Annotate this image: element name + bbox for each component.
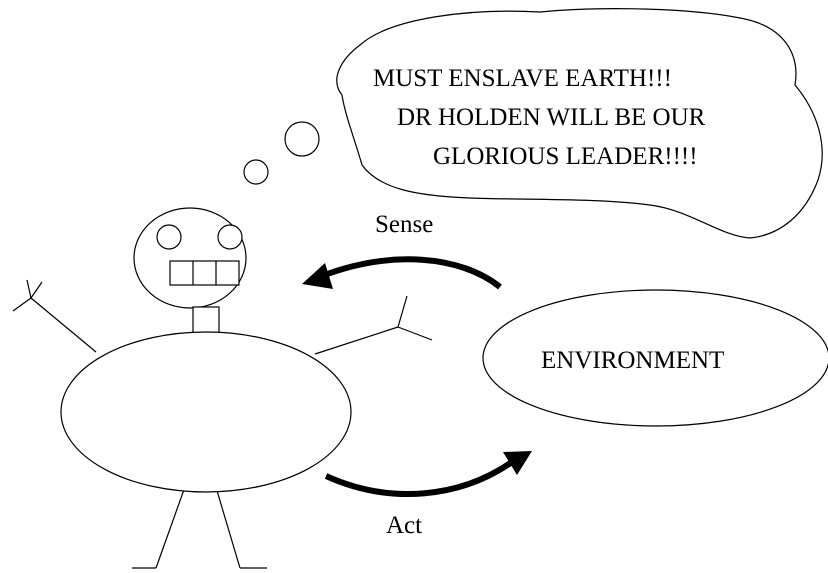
thought-dot-small (243, 159, 269, 185)
robot-right-eye (217, 224, 243, 250)
robot-figure (12, 207, 433, 569)
robot-neck (192, 306, 220, 334)
robot-right-arm (314, 295, 433, 355)
thought-cloud-shape (336, 8, 823, 239)
robot-left-eye (156, 224, 182, 250)
environment: ENVIRONMENT (482, 289, 828, 427)
act-arrowhead (503, 451, 532, 475)
thought-dot-large (284, 121, 320, 157)
thought-line-3: GLORIOUS LEADER!!!! (433, 143, 698, 170)
robot-body (60, 331, 352, 493)
sense-label: Sense (375, 211, 433, 238)
robot-mouth (169, 260, 240, 286)
environment-label: ENVIRONMENT (541, 347, 724, 374)
thought-bubble: MUST ENSLAVE EARTH!!! DR HOLDEN WILL BE … (243, 8, 823, 239)
thought-line-1: MUST ENSLAVE EARTH!!! (373, 65, 672, 92)
sense-arrowhead (302, 263, 333, 289)
act-label: Act (386, 512, 422, 539)
sense-arrow (302, 256, 502, 290)
robot-legs (132, 483, 267, 569)
thought-line-2: DR HOLDEN WILL BE OUR (397, 104, 706, 131)
robot-left-arm (12, 279, 97, 353)
act-arrow (324, 451, 532, 497)
robot-head (133, 207, 247, 309)
environment-ellipse (482, 289, 828, 427)
